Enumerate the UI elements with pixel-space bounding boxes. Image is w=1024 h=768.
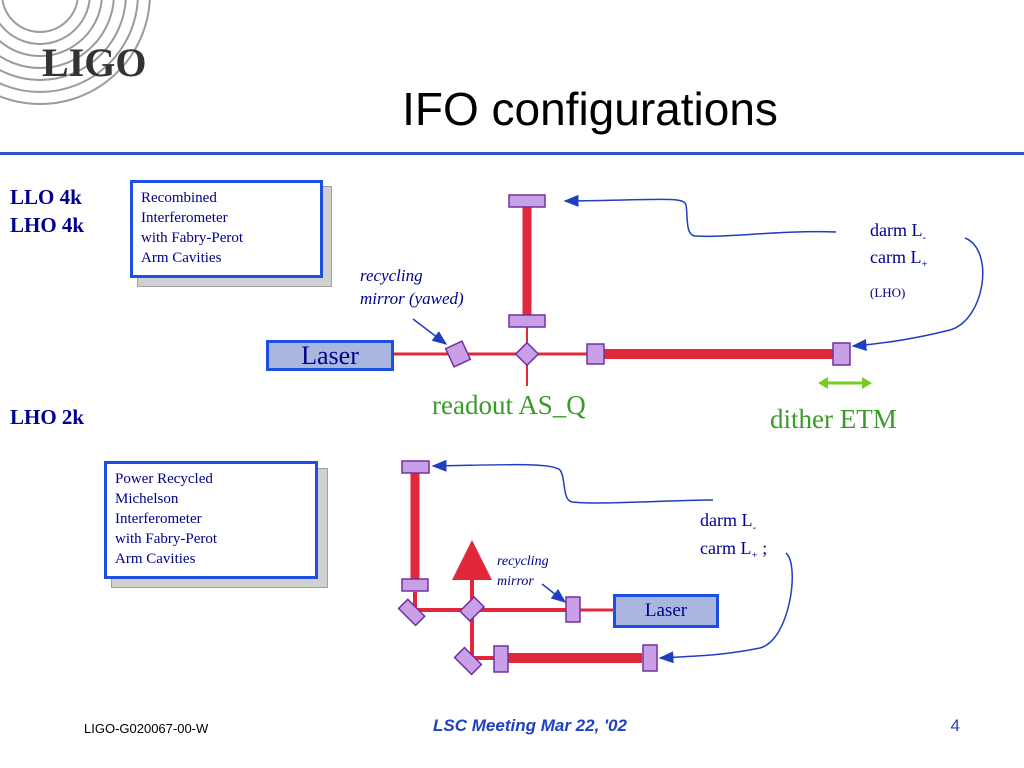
description-line: Recombined xyxy=(141,190,217,206)
carm-feedback-arrow-top xyxy=(851,237,984,351)
carm-feedback-arrow-bottom xyxy=(658,552,793,664)
description-line: with Fabry-Perot xyxy=(141,230,244,246)
etm-y-mirror-bottom xyxy=(401,460,430,474)
top-beams xyxy=(394,205,834,386)
dither-arrow-icon xyxy=(818,377,872,389)
site-label-lho-2k: LHO 2k xyxy=(10,405,85,429)
description-line: with Fabry-Perot xyxy=(115,531,218,547)
logo-arcs-icon xyxy=(0,0,151,105)
description-box-recombined: Recombined Interferometer with Fabry-Per… xyxy=(130,180,323,278)
darm-text: darm L xyxy=(870,220,923,240)
darm-feedback-arrow-top xyxy=(563,194,837,238)
recycling-mirror-label: recycling mirror (yawed) xyxy=(360,264,464,310)
etm-y-mirror xyxy=(508,194,546,208)
itm-x-mirror-bottom xyxy=(493,645,509,673)
etm-x-mirror xyxy=(832,342,851,366)
beamsplitter xyxy=(514,341,540,367)
recycling-label-line: mirror xyxy=(497,574,534,589)
ligo-logo: LIGO xyxy=(0,0,151,105)
description-line: Power Recycled xyxy=(115,471,213,487)
description-line: Interferometer xyxy=(115,511,202,527)
footer-meeting: LSC Meeting Mar 22, '02 xyxy=(433,716,627,735)
dither-label: dither ETM xyxy=(770,404,897,434)
recycling-mirror-bottom xyxy=(565,596,581,623)
carm-subscript: + xyxy=(751,549,758,562)
bottom-beams xyxy=(410,473,642,663)
recycling-label-line: recycling xyxy=(360,266,423,285)
footer-document-id: LIGO-G020067-00-W xyxy=(84,721,209,736)
carm-label-top: carm L+ xyxy=(870,247,928,271)
beamsplitter-bottom xyxy=(458,595,486,623)
page-number: 4 xyxy=(950,716,960,735)
laser-box-top: Laser xyxy=(266,340,394,371)
itm-y-mirror-bottom xyxy=(401,578,429,592)
carm-subscript: + xyxy=(921,258,928,271)
recycling-label-line: mirror (yawed) xyxy=(360,289,464,308)
carm-suffix: ; xyxy=(757,538,768,558)
carm-text: carm L xyxy=(870,247,922,267)
carm-text: carm L xyxy=(700,538,752,558)
darm-subscript: - xyxy=(752,521,757,534)
recycling-mirror xyxy=(444,340,472,368)
site-label-llo-4k: LLO 4k xyxy=(10,185,82,209)
recycling-pointer-arrow-bottom xyxy=(541,583,567,603)
description-line: Michelson xyxy=(115,491,179,507)
carm-label-bottom: carm L+ ; xyxy=(700,538,767,562)
darm-subscript: - xyxy=(922,231,927,244)
darm-label-bottom: darm L- xyxy=(700,510,756,534)
darm-feedback-arrow-bottom xyxy=(431,459,714,504)
recycling-mirror-label-bottom: recycling mirror xyxy=(497,552,549,592)
description-box-power-recycled: Power Recycled Michelson Interferometer … xyxy=(104,461,318,579)
darm-text: darm L xyxy=(700,510,753,530)
description-line: Arm Cavities xyxy=(141,250,222,266)
fold-mirror-bottom xyxy=(397,598,426,627)
bottom-mirrors xyxy=(397,460,658,676)
readout-label: readout AS_Q xyxy=(432,390,586,420)
description-line: Arm Cavities xyxy=(115,551,196,567)
description-line: Interferometer xyxy=(141,210,228,226)
logo-text: LIGO xyxy=(42,40,146,85)
recycling-label-line: recycling xyxy=(497,554,549,569)
itm-x-mirror xyxy=(586,343,605,365)
slide-title: IFO configurations xyxy=(402,83,778,135)
laser-box-bottom: Laser xyxy=(613,594,719,628)
itm-y-mirror xyxy=(508,314,546,328)
site-label-lho-4k: LHO 4k xyxy=(10,213,85,237)
top-mirrors xyxy=(444,194,851,368)
darm-label-top: darm L- xyxy=(870,220,926,244)
title-divider xyxy=(0,152,1024,155)
recycling-pointer-arrow xyxy=(412,318,448,345)
fold-mirror-x-bottom xyxy=(453,646,483,676)
site-note-lho: (LHO) xyxy=(870,285,906,300)
etm-x-mirror-bottom xyxy=(642,644,658,672)
